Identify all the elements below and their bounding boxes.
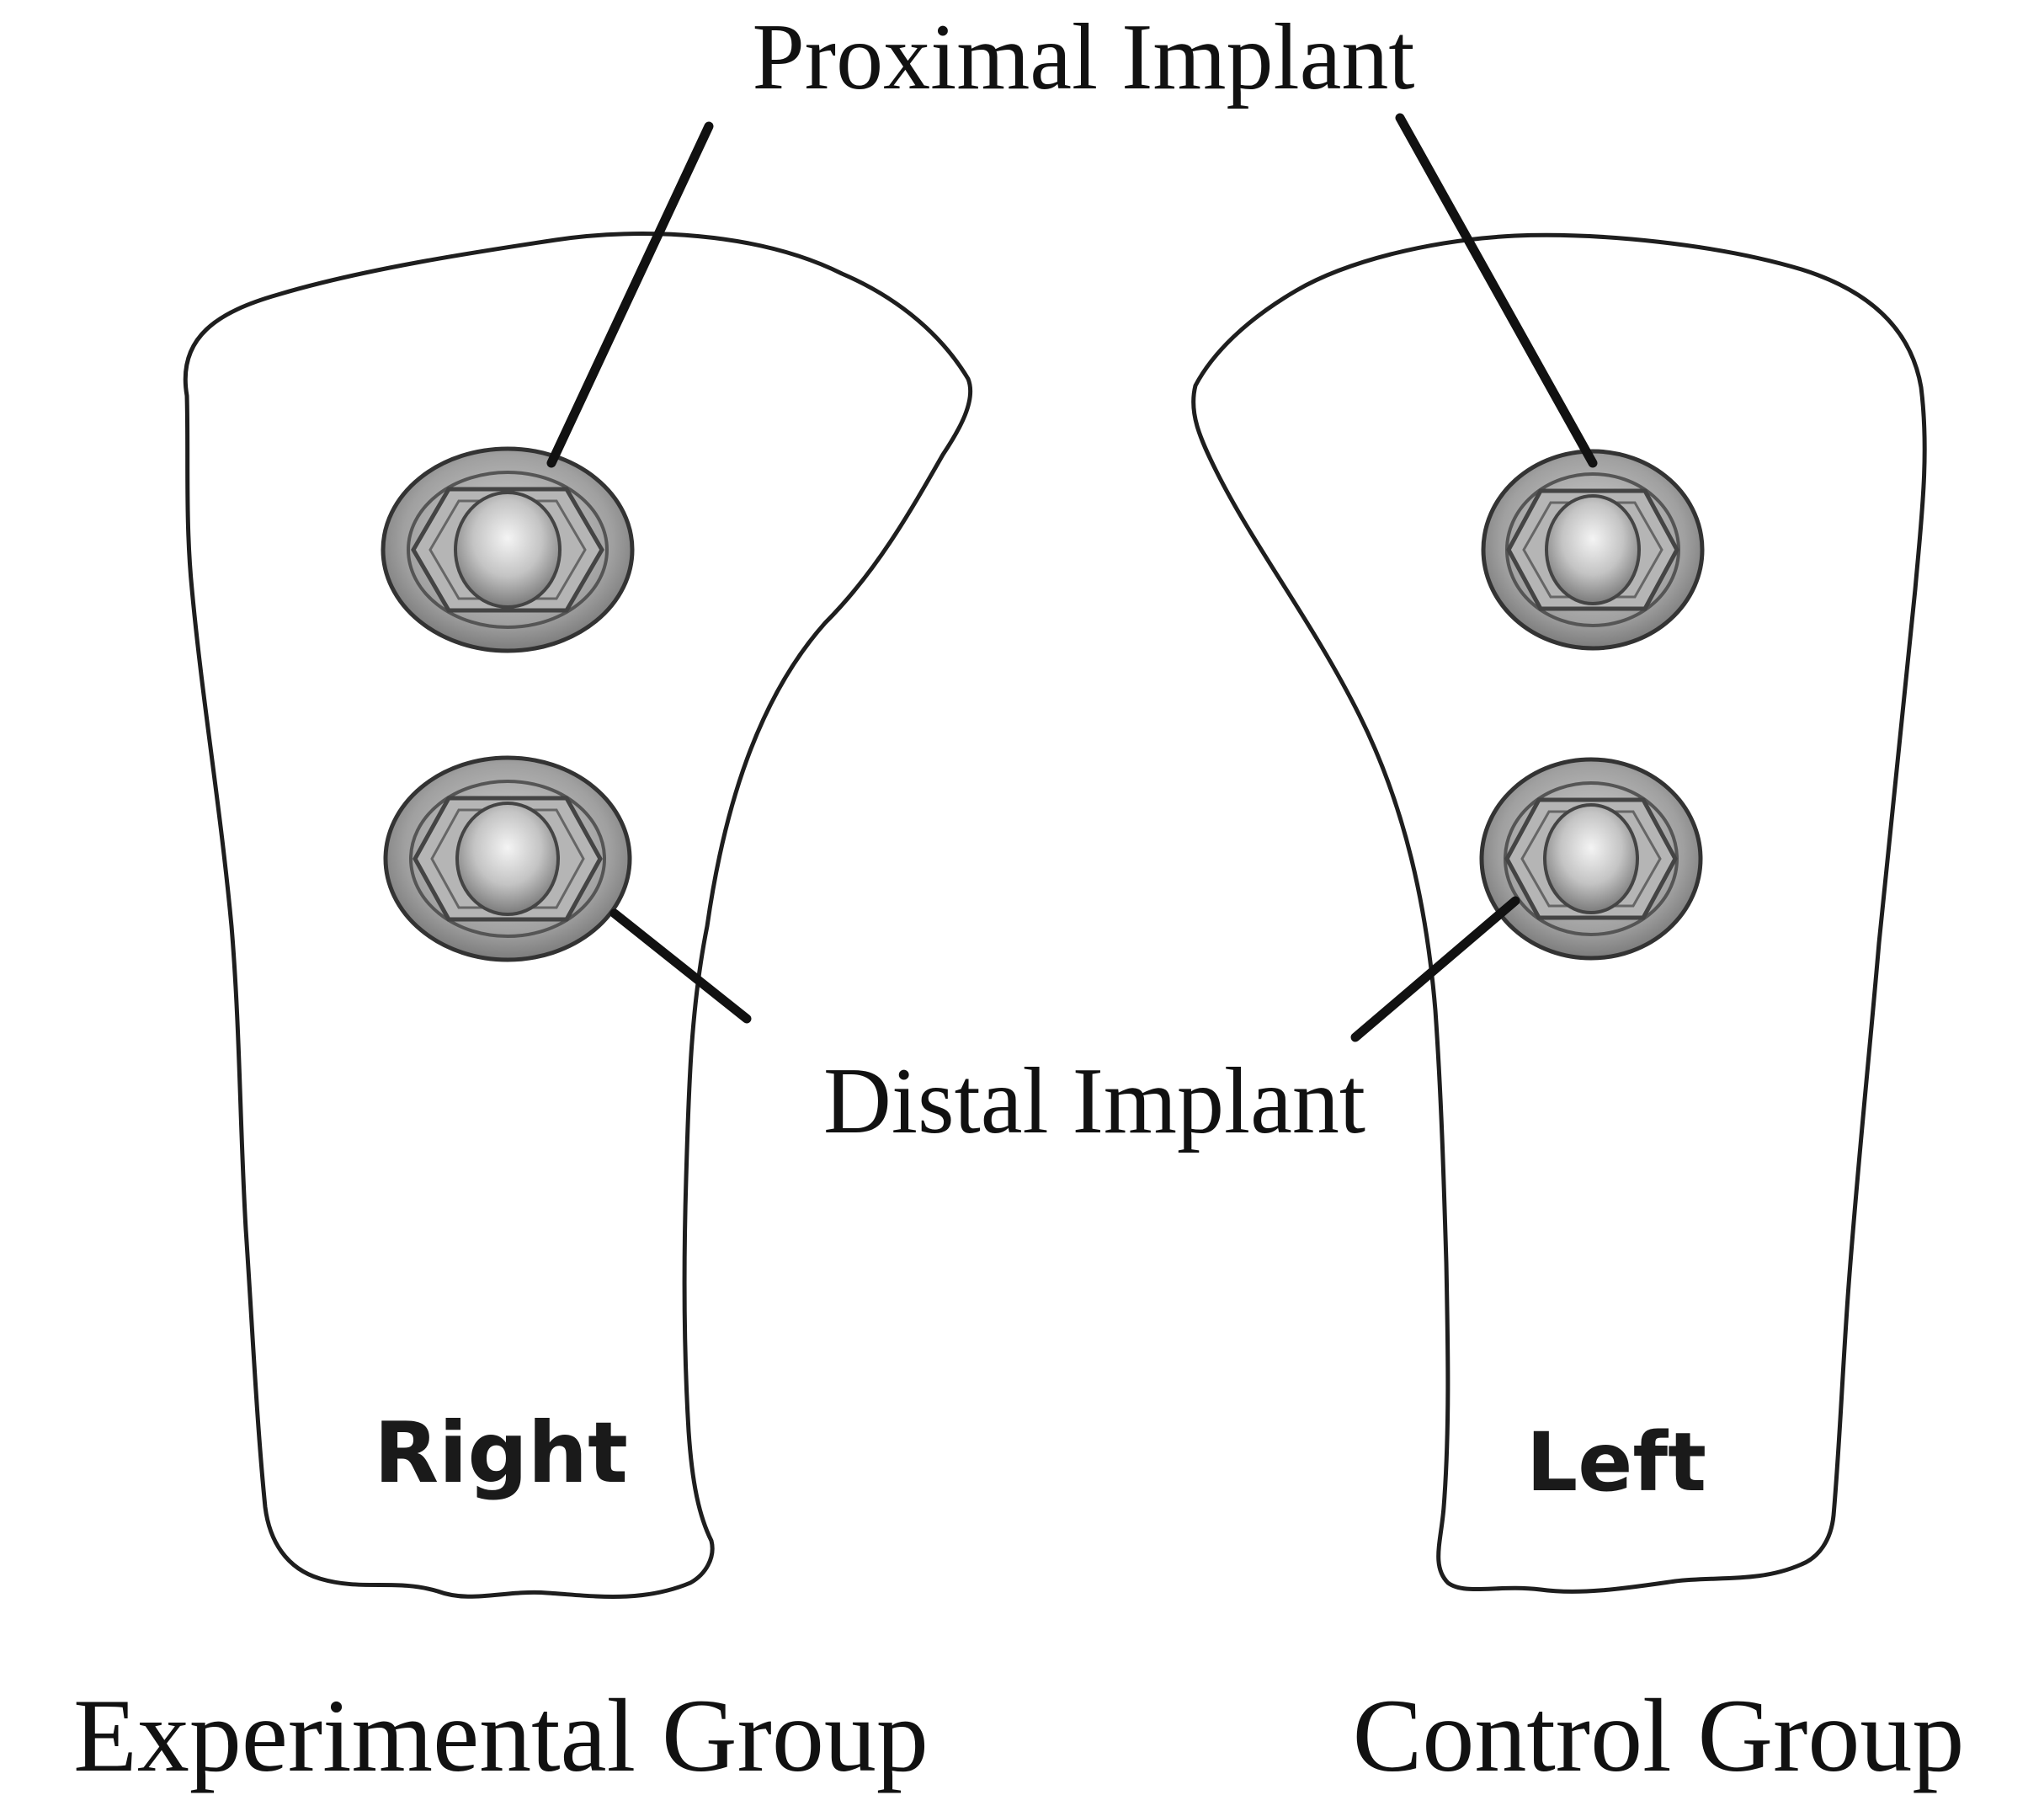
right-distal-implant (383, 755, 632, 962)
left-proximal-implant (1481, 449, 1705, 651)
left-distal-implant (1479, 757, 1703, 961)
right-proximal-implant (381, 446, 635, 653)
distal-leader-line-left (1350, 896, 1520, 1042)
proximal-leader-line-right (546, 121, 714, 468)
experimental-group-label: Experimental Group (73, 1678, 929, 1793)
left-side-label: Left (1526, 1415, 1706, 1510)
proximal-leader-line-left (1395, 113, 1598, 468)
proximal-implant-label: Proximal Implant (752, 5, 1414, 109)
control-group-label: Control Group (1353, 1678, 1965, 1793)
distal-implant-label: Distal Implant (823, 1049, 1365, 1153)
distal-leader-line-right (609, 908, 752, 1024)
right-side-label: Right (374, 1404, 628, 1502)
